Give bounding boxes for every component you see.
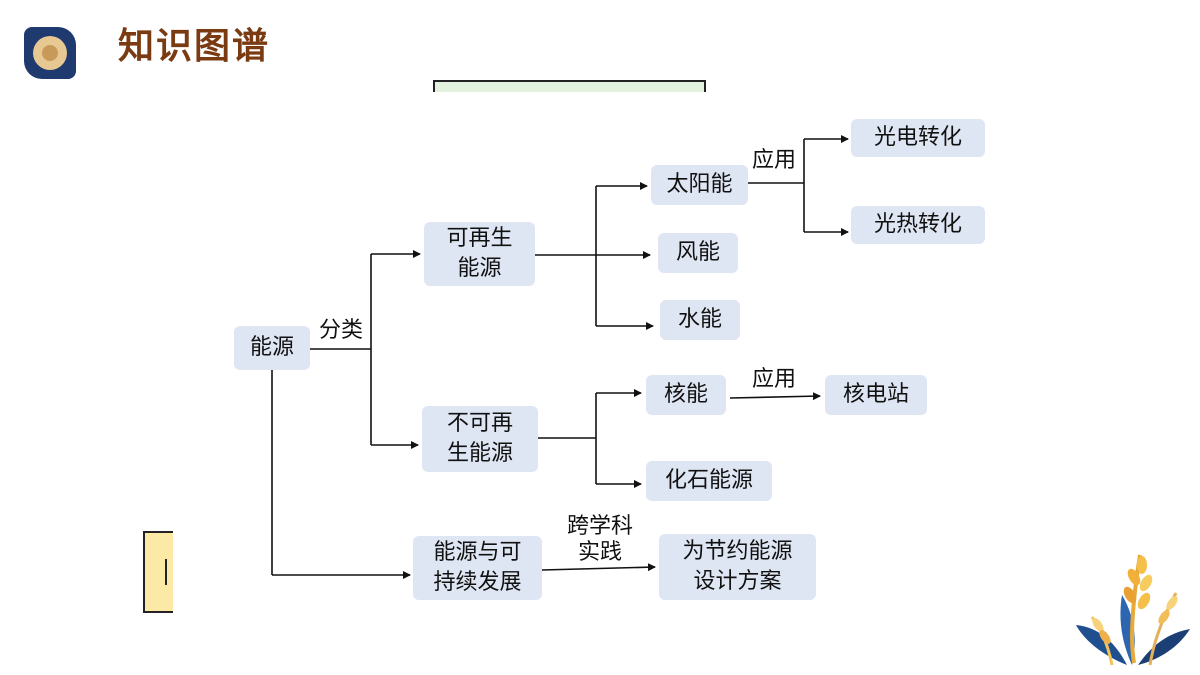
node-saving-plan: 为节约能源 设计方案 xyxy=(659,534,816,600)
edge-to-nuclear-plant xyxy=(729,392,821,401)
node-energy: 能源 xyxy=(234,326,310,370)
node-fossil: 化石能源 xyxy=(646,461,772,501)
node-wind: 风能 xyxy=(658,233,738,273)
node-hydro: 水能 xyxy=(660,300,740,340)
decorative-frame-left xyxy=(143,531,173,613)
edge-to-saving-plan xyxy=(541,563,656,572)
node-renewable: 可再生 能源 xyxy=(424,222,535,286)
label-classify: 分类 xyxy=(318,318,363,343)
node-photothermal: 光热转化 xyxy=(851,206,985,244)
node-nonrenewable: 不可再 生能源 xyxy=(422,406,538,472)
node-solar: 太阳能 xyxy=(651,165,748,205)
node-nuclear-plant: 核电站 xyxy=(825,375,927,415)
label-interdisciplinary: 跨学科 实践 xyxy=(566,514,633,565)
logo-icon xyxy=(24,27,76,79)
plant-decoration-icon xyxy=(1076,554,1190,666)
node-photoelectric: 光电转化 xyxy=(851,119,985,157)
label-solar-apply: 应用 xyxy=(751,148,796,173)
label-nuclear-apply: 应用 xyxy=(751,367,796,392)
node-nuclear: 核能 xyxy=(646,375,726,415)
node-sustainable: 能源与可 持续发展 xyxy=(413,536,542,600)
decorative-frame-top xyxy=(433,80,706,92)
page-title: 知识图谱 xyxy=(118,26,271,67)
